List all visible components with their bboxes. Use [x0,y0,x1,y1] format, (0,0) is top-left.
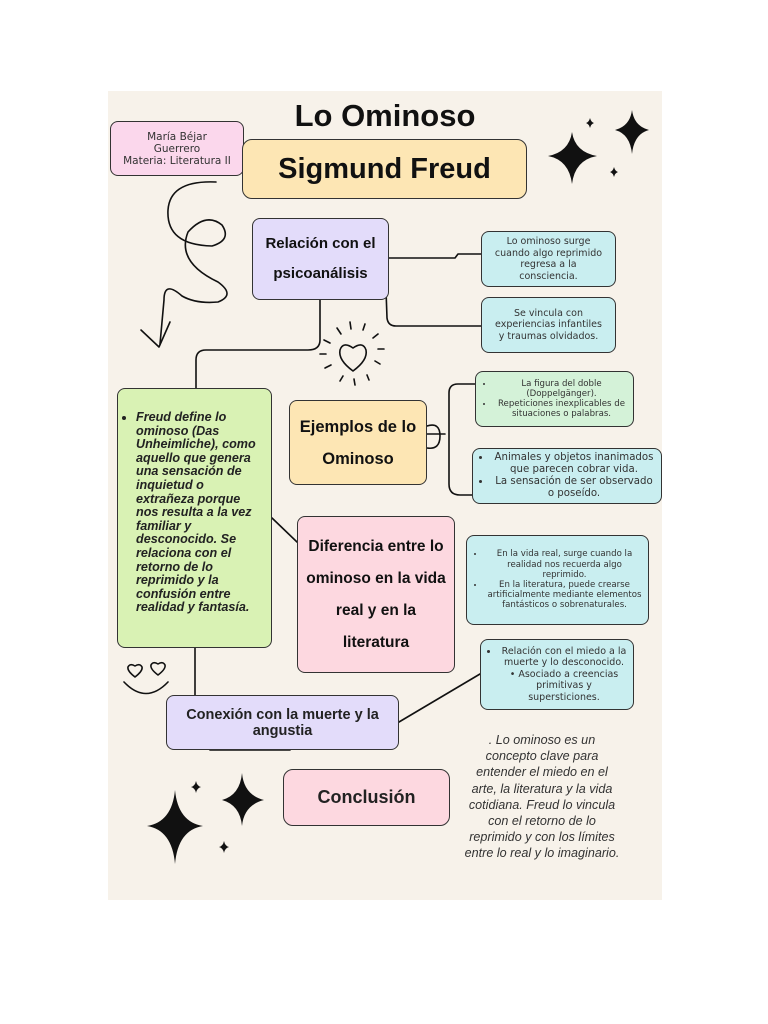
node-relacion: Relación con el psicoanálisis [252,218,389,300]
node-diferencia: Diferencia entre lo ominoso en la vida r… [297,516,455,673]
detail-ejemplos-2-item: Animales y objetos inanimados que parece… [491,452,657,476]
detail-ejemplos-2: Animales y objetos inanimados que parece… [472,448,662,504]
node-relacion-text: Relación con el psicoanálisis [265,235,376,282]
detail-ejemplos-1-item: Repeticiones inexplicables de situacione… [494,399,629,419]
freud-header: Sigmund Freud [242,139,527,199]
detail-conexion: Relación con el miedo a la muerte y lo d… [480,639,634,710]
detail-relacion-1: Lo ominoso surge cuando algo reprimido r… [481,231,616,287]
freud-header-text: Sigmund Freud [278,152,491,185]
node-diferencia-text: Diferencia entre lo ominoso en la vida r… [306,537,446,651]
detail-ejemplos-1: La figura del doble (Doppelgänger). Repe… [475,371,634,427]
author-name-line1: María Béjar [147,130,207,143]
node-conclusion-text: Conclusión [317,787,416,807]
node-ejemplos-text: Ejemplos de lo Ominoso [299,417,417,468]
detail-relacion-2-text: Se vincula con experiencias infantiles y… [495,307,602,342]
author-subject: Materia: Literatura II [123,154,231,167]
node-conexion-text: Conexión con la muerte y la angustia [186,706,379,739]
page-title: Lo Ominoso [294,98,476,133]
conclusion-text: . Lo ominoso es un concepto clave para e… [464,733,620,861]
definition-box: Freud define lo ominoso (Das Unheimliche… [117,388,272,648]
node-ejemplos: Ejemplos de lo Ominoso [289,400,427,485]
definition-text: Freud define lo ominoso (Das Unheimliche… [136,410,261,615]
node-conclusion: Conclusión [283,769,450,826]
author-name-line2: Guerrero [153,142,201,155]
detail-ejemplos-1-item: La figura del doble (Doppelgänger). [494,379,629,399]
detail-diferencia: En la vida real, surge cuando la realida… [466,535,649,625]
node-conexion: Conexión con la muerte y la angustia [166,695,399,750]
detail-relacion-2: Se vincula con experiencias infantiles y… [481,297,616,353]
detail-conexion-item: • Asociado a creencias primitivas y supe… [509,668,619,703]
detail-ejemplos-2-item: La sensación de ser observado o poseído. [491,476,657,500]
author-box: María Béjar Guerrero Materia: Literatura… [110,121,244,176]
detail-diferencia-item: En la vida real, surge cuando la realida… [485,549,644,580]
detail-relacion-1-text: Lo ominoso surge cuando algo reprimido r… [494,236,603,282]
detail-diferencia-item: En la literatura, puede crearse artifici… [485,580,644,611]
detail-conexion-item: Relación con el miedo a la muerte y lo d… [499,646,629,669]
